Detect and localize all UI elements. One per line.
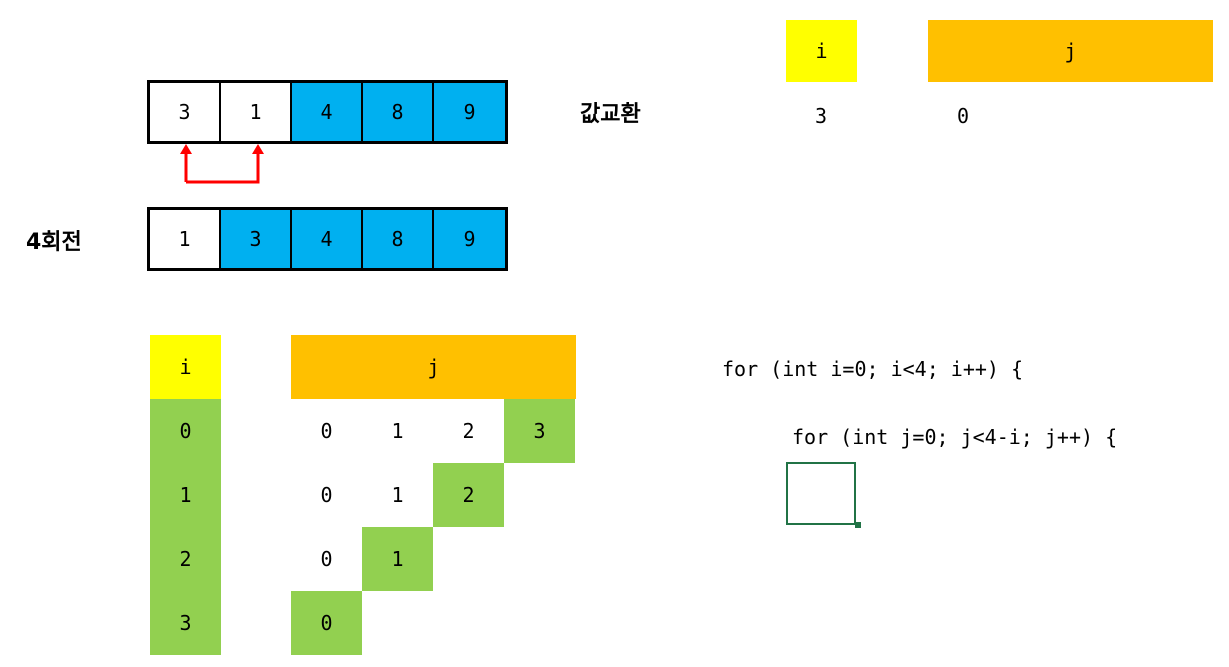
swap-arrow-icon (180, 144, 264, 184)
loop-j-cell: 1 (391, 419, 404, 443)
selected-cell[interactable] (786, 462, 856, 525)
state-j-value: 0 (957, 104, 970, 128)
loop-i-cell: 0 (150, 399, 221, 463)
fill-handle-icon[interactable] (855, 522, 861, 528)
loop-i-cell: 3 (150, 591, 221, 655)
loop-j-cell: 3 (504, 399, 575, 463)
inner-loop-code: for (int j=0; j<4-i; j++) { (792, 425, 1118, 449)
top-cell: 8 (363, 83, 434, 141)
state-j-header: j (928, 20, 1213, 82)
bottom-cell: 9 (434, 210, 505, 268)
top-cell: 4 (292, 83, 363, 141)
loop-j-cell: 0 (320, 419, 333, 443)
loop-j-cell: 0 (320, 547, 333, 571)
round-label: 4회전 (26, 230, 82, 255)
loop-i-cell: 1 (150, 463, 221, 527)
loop-i-header: i (150, 335, 221, 399)
loop-j-cell: 2 (433, 463, 504, 527)
loop-j-cell: 1 (362, 527, 433, 591)
state-i-value: 3 (815, 104, 828, 128)
loop-j-header: j (291, 335, 576, 399)
loop-i-cell: 2 (150, 527, 221, 591)
loop-j-cell: 1 (391, 483, 404, 507)
swap-note: 값교환 (580, 102, 641, 127)
top-cell: 3 (150, 83, 221, 141)
top-cell: 9 (434, 83, 505, 141)
bottom-cell: 4 (292, 210, 363, 268)
bottom-cell: 3 (221, 210, 292, 268)
loop-j-cell: 0 (320, 483, 333, 507)
outer-loop-code: for (int i=0; i<4; i++) { (722, 357, 1024, 381)
loop-j-cell: 2 (462, 419, 475, 443)
state-i-header: i (786, 20, 857, 82)
loop-j-cell: 0 (291, 591, 362, 655)
top-cell: 1 (221, 83, 292, 141)
bottom-cell: 1 (150, 210, 221, 268)
bottom-cell: 8 (363, 210, 434, 268)
